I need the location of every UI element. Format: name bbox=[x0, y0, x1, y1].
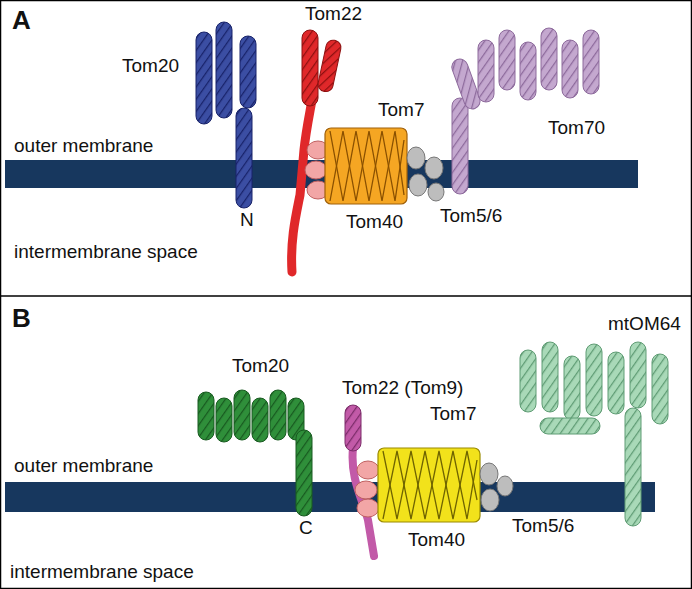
terminus-label: N bbox=[240, 210, 254, 231]
protein-label: Tom22 (Tom9) bbox=[342, 378, 463, 399]
panel-letter: B bbox=[12, 304, 31, 333]
protein-label: Tom40 bbox=[408, 530, 465, 551]
protein-label: Tom20 bbox=[232, 356, 289, 377]
protein-label: Tom70 bbox=[548, 118, 605, 139]
protein-label: Tom7 bbox=[378, 100, 424, 121]
region-label: outer membrane bbox=[14, 136, 153, 157]
protein-label: Tom5/6 bbox=[440, 206, 502, 227]
protein-label: Tom5/6 bbox=[512, 516, 574, 537]
protein-label: mtOM64 bbox=[608, 314, 681, 335]
region-label: intermembrane space bbox=[10, 562, 194, 583]
terminus-label: C bbox=[299, 518, 313, 539]
region-label: intermembrane space bbox=[14, 242, 198, 263]
panel-letter: A bbox=[12, 6, 31, 35]
protein-label: Tom40 bbox=[346, 212, 403, 233]
region-label: outer membrane bbox=[14, 456, 153, 477]
protein-label: Tom22 bbox=[305, 4, 362, 25]
protein-label: Tom20 bbox=[122, 56, 179, 77]
protein-label: Tom7 bbox=[430, 404, 476, 425]
